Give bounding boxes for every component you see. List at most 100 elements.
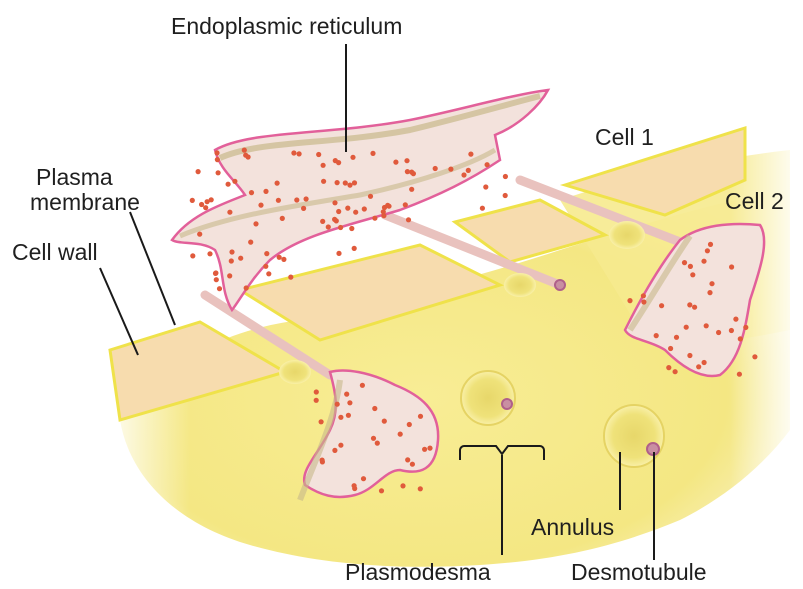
ribosome-dot xyxy=(409,187,414,192)
ribosome-dot xyxy=(407,422,412,427)
ribosome-dot xyxy=(729,328,734,333)
ribosome-dot xyxy=(207,251,212,256)
ribosome-dot xyxy=(203,205,208,210)
ribosome-dot xyxy=(422,447,427,452)
ribosome-dot xyxy=(418,414,423,419)
ribosome-dot xyxy=(654,333,659,338)
ribosome-dot xyxy=(702,360,707,365)
ribosome-dot xyxy=(258,203,263,208)
ribosome-dot xyxy=(403,202,408,207)
ribosome-dot xyxy=(352,483,357,488)
ribosome-dot xyxy=(229,249,234,254)
ribosome-dot xyxy=(332,217,337,222)
ribosome-dot xyxy=(335,402,340,407)
ribosome-dot xyxy=(733,317,738,322)
ribosome-dot xyxy=(336,251,341,256)
label-annulus: Annulus xyxy=(531,514,614,540)
ribosome-dot xyxy=(291,150,296,155)
ribosome-dot xyxy=(752,354,757,359)
ribosome-dot xyxy=(232,179,237,184)
ribosome-dot xyxy=(503,174,508,179)
ribosome-dot xyxy=(673,369,678,374)
ribosome-dot xyxy=(461,172,466,177)
ribosome-dot xyxy=(427,446,432,451)
ribosome-dot xyxy=(244,285,249,290)
ribosome-dot xyxy=(485,162,490,167)
ribosome-dot xyxy=(314,398,319,403)
ribosome-dot xyxy=(448,167,453,172)
ribosome-dot xyxy=(335,180,340,185)
ribosome-dot xyxy=(266,271,271,276)
ribosome-dot xyxy=(708,242,713,247)
ribosome-dot xyxy=(701,259,706,264)
ribosome-dot xyxy=(385,203,390,208)
label-cell-2: Cell 2 xyxy=(725,188,784,214)
ribosome-dot xyxy=(687,353,692,358)
ribosome-dot xyxy=(199,202,204,207)
ribosome-dot xyxy=(368,194,373,199)
ribosome-dot xyxy=(738,336,743,341)
ribosome-dot xyxy=(404,158,409,163)
ribosome-dot xyxy=(370,151,375,156)
ribosome-dot xyxy=(332,448,337,453)
ribosome-dot xyxy=(214,150,219,155)
ribosome-dot xyxy=(659,303,664,308)
ribosome-dot xyxy=(197,232,202,237)
ribosome-dot xyxy=(709,281,714,286)
ribosome-dot xyxy=(641,299,646,304)
ribosome-dot xyxy=(627,298,632,303)
ribosome-dot xyxy=(214,277,219,282)
ribosome-dot xyxy=(345,206,350,211)
ribosome-dot xyxy=(743,325,748,330)
ribosome-dot xyxy=(263,189,268,194)
ribosome-dot xyxy=(371,436,376,441)
ribosome-dot xyxy=(666,365,671,370)
label-plasma-membrane-line2: membrane xyxy=(30,189,140,215)
ribosome-dot xyxy=(468,152,473,157)
ribosome-dot xyxy=(641,293,646,298)
ribosome-dot xyxy=(483,184,488,189)
ribosome-dot xyxy=(276,198,281,203)
ribosome-dot xyxy=(418,486,423,491)
ribosome-dot xyxy=(238,256,243,261)
ribosome-dot xyxy=(707,290,712,295)
ribosome-dot xyxy=(349,226,354,231)
leader-plasma-membrane xyxy=(130,212,175,325)
ribosome-dot xyxy=(248,240,253,245)
ribosome-dot xyxy=(379,488,384,493)
ribosome-dot xyxy=(227,210,232,215)
ribosome-dot xyxy=(682,260,687,265)
ribosome-dot xyxy=(190,253,195,258)
ribosome-dot xyxy=(405,169,410,174)
ribosome-dot xyxy=(243,153,248,158)
label-cell-1: Cell 1 xyxy=(595,124,654,150)
ribosome-dot xyxy=(352,180,357,185)
ribosome-dot xyxy=(288,275,293,280)
ribosome-dot xyxy=(338,443,343,448)
ribosome-dot xyxy=(405,457,410,462)
ribosome-dot xyxy=(314,389,319,394)
ribosome-dot xyxy=(281,257,286,262)
ribosome-dot xyxy=(275,181,280,186)
ribosome-dot xyxy=(344,392,349,397)
ribosome-dot xyxy=(263,264,268,269)
ribosome-dot xyxy=(406,217,411,222)
ribosome-dot xyxy=(361,476,366,481)
ribosome-dot xyxy=(217,286,222,291)
ribosome-dot xyxy=(704,323,709,328)
ribosome-dot xyxy=(411,171,416,176)
ribosome-dot xyxy=(226,182,231,187)
ribosome-dot xyxy=(372,406,377,411)
ribosome-dot xyxy=(393,160,398,165)
ribosome-dot xyxy=(321,179,326,184)
ribosome-dot xyxy=(319,419,324,424)
ribosome-dot xyxy=(729,264,734,269)
ribosome-dot xyxy=(215,157,220,162)
ribosome-dot xyxy=(229,258,234,263)
ribosome-dot xyxy=(280,216,285,221)
ribosome-dot xyxy=(242,148,247,153)
ribosome-dot xyxy=(705,248,710,253)
ribosome-dot xyxy=(332,200,337,205)
ribosome-dot xyxy=(381,213,386,218)
label-endoplasmic-reticulum: Endoplasmic reticulum xyxy=(171,13,402,39)
